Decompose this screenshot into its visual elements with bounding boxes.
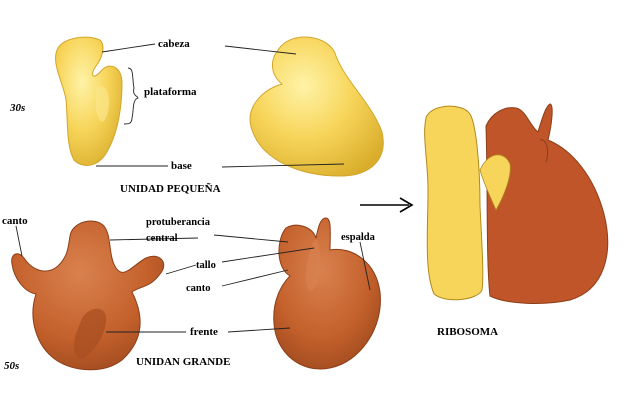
- label-unidad-pequena: UNIDAD PEQUEÑA: [120, 183, 221, 195]
- small-subunit-left: [55, 36, 123, 166]
- leader-lines: [15, 43, 371, 333]
- label-50s: 50s: [4, 360, 19, 372]
- label-protuberancia: protuberancia: [146, 217, 211, 228]
- label-canto-left: canto: [2, 215, 28, 227]
- small-subunit-right: [249, 36, 384, 177]
- large-subunit-left: [11, 220, 165, 371]
- label-tallo: tallo: [196, 260, 216, 271]
- label-base: base: [171, 160, 192, 172]
- label-espalda: espalda: [341, 232, 376, 243]
- label-unidad-grande: UNIDAN GRANDE: [136, 356, 230, 368]
- large-subunit-right: [273, 217, 381, 370]
- label-cabeza: cabeza: [158, 38, 190, 50]
- right-arrow-icon: [360, 197, 414, 213]
- label-30s: 30s: [9, 102, 25, 114]
- label-plataforma: plataforma: [144, 86, 197, 98]
- ribosome-assembled: [424, 103, 609, 304]
- label-canto-mid: canto: [186, 283, 211, 294]
- label-frente: frente: [190, 326, 218, 338]
- label-ribosoma: RIBOSOMA: [437, 326, 498, 338]
- label-central: central: [146, 233, 178, 244]
